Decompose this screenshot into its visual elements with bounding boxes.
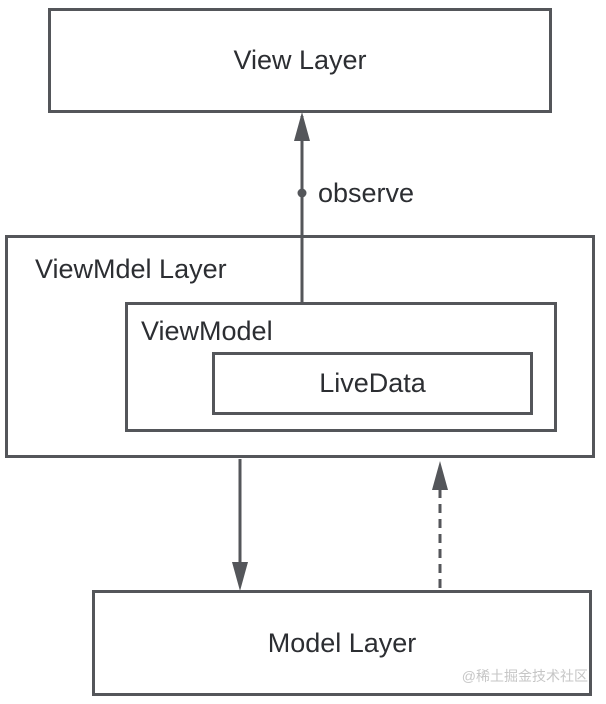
watermark: @稀土掘金技术社区 [461,668,588,684]
model-to-viewmodel-arrow [432,461,448,588]
node-livedata: LiveData [212,352,533,415]
node-viewmodel-layer [5,235,595,458]
viewmodel-to-model-arrow [232,459,248,591]
node-livedata-label: LiveData [319,368,426,399]
node-view-layer: View Layer [48,8,552,113]
node-model-layer-label: Model Layer [267,627,417,658]
edge-dot-icon [297,188,307,198]
arrowhead-up-icon [432,461,448,490]
node-model-layer: Model Layer [92,590,592,696]
node-view-layer-label: View Layer [233,45,367,76]
node-viewmodel-layer-label: ViewMdel Layer [35,254,227,284]
node-viewmodel-label: ViewModel [141,316,273,346]
arrowhead-up-icon [294,112,310,141]
edge-label-observe: observe [318,178,415,208]
arrowhead-down-icon [232,562,248,591]
